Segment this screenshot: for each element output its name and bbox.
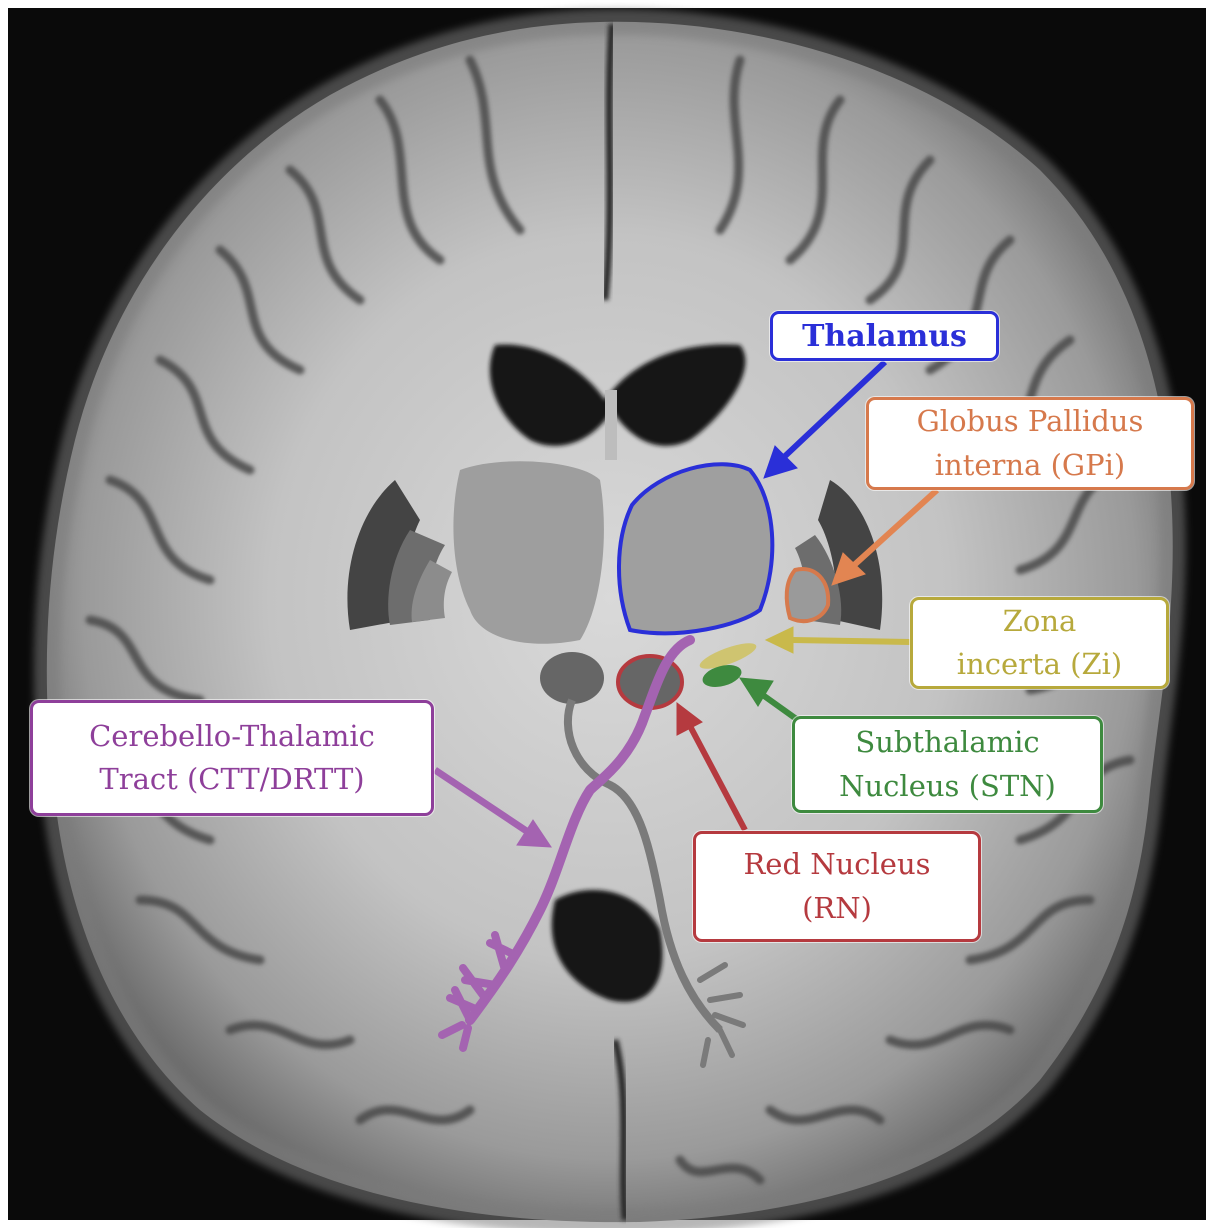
zi-label: Zona incerta (Zi): [910, 597, 1169, 689]
stn-label-text: Subthalamic Nucleus (STN): [839, 721, 1056, 808]
stn-label: Subthalamic Nucleus (STN): [792, 716, 1103, 813]
rn-label-text: Red Nucleus (RN): [743, 843, 930, 930]
gpi-label: Globus Pallidus interna (GPi): [866, 397, 1194, 490]
ctt-label-text: Cerebello-Thalamic Tract (CTT/DRTT): [89, 715, 375, 802]
thalamus-label: Thalamus: [770, 311, 999, 361]
gpi-outline: [787, 569, 828, 621]
ctt-label: Cerebello-Thalamic Tract (CTT/DRTT): [30, 700, 434, 816]
thalamus-label-text: Thalamus: [802, 314, 967, 359]
rn-label: Red Nucleus (RN): [693, 831, 981, 942]
gpi-label-text: Globus Pallidus interna (GPi): [917, 400, 1144, 487]
zi-label-text: Zona incerta (Zi): [957, 600, 1122, 687]
